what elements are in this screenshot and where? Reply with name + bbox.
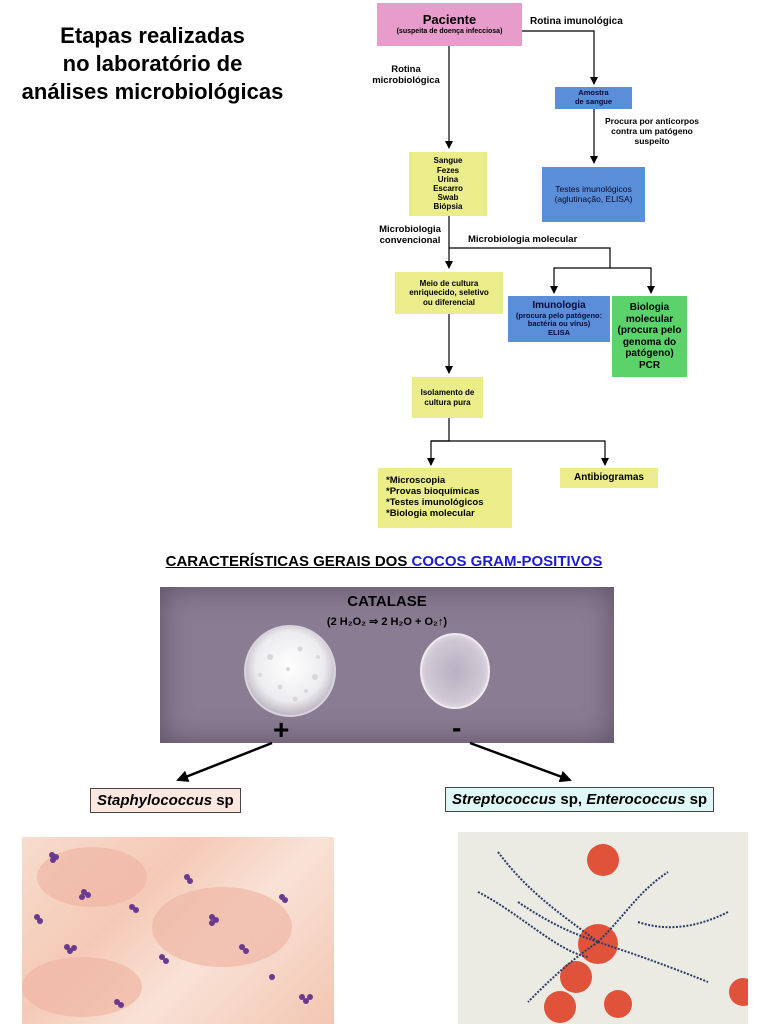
immunology-line-1: (procura pelo patógeno:: [515, 310, 603, 320]
samples-box: Sangue Fezes Urina Escarro Swab Biópsia: [409, 152, 487, 216]
conventional-label-2: convencional: [379, 235, 441, 247]
streptococcus-genus: Streptococcus: [452, 791, 557, 808]
isolation-line-2: cultura pura: [424, 397, 471, 407]
micro-route-label-1: Rotina: [391, 64, 421, 75]
antibody-search-line-3: suspeito: [634, 136, 670, 147]
arrow-to-antibiograms: [431, 440, 609, 466]
immunology-line-2: bactéria ou vírus): [527, 319, 591, 329]
positive-sign: +: [273, 714, 290, 745]
micro-route-label: Rotina microbiológica: [366, 64, 446, 87]
staphylococcus-suffix: sp: [212, 792, 234, 809]
immuno-tests-box: Testes imunológicos (aglutinação, ELISA): [542, 167, 645, 222]
patient-title: Paciente: [422, 12, 477, 27]
negative-sign: -: [452, 712, 462, 743]
enterococcus-suffix: sp: [685, 791, 708, 808]
catalase-drops: [244, 625, 490, 717]
culture-media-line-3: ou diferencial: [422, 297, 475, 307]
sample-feces: Fezes: [436, 165, 460, 175]
sample-sputum: Escarro: [433, 184, 463, 193]
staphylococcus-genus: Staphylococcus: [97, 792, 213, 809]
immunology-title: Imunologia: [532, 300, 586, 312]
immunology-box: Imunologia (procura pelo patógeno: bacté…: [508, 296, 610, 342]
title-line-1: Etapas realizadas: [60, 23, 245, 48]
catalase-photo: CATALASE (2 H₂O₂ ⇒ 2 H₂O + O₂↑): [160, 587, 614, 743]
sample-blood: Sangue: [433, 156, 463, 166]
arrow-to-staphylococcus: [176, 741, 273, 782]
staphylococcus-clusters: [22, 847, 313, 1017]
micro-route-label-2: microbiológica: [372, 75, 440, 87]
molecular-biology-line-2: molecular: [625, 313, 674, 325]
analyses-box: *Microscopia *Provas bioquímicas *Testes…: [378, 468, 512, 528]
bubbles: [258, 646, 320, 702]
title-line-2: no laboratório de: [62, 51, 243, 76]
blood-sample-line-1: Amostra: [578, 88, 609, 98]
page-title: Etapas realizadas no laboratório de anál…: [0, 22, 305, 106]
isolation-box: Isolamento de cultura pura: [412, 377, 483, 418]
organism-arrows: [176, 741, 572, 783]
catalase-equation: (2 H₂O₂ ⇒ 2 H₂O + O₂↑): [326, 616, 448, 628]
arrow-to-streptococcus: [469, 741, 572, 783]
arrow-to-molecular: [610, 267, 655, 294]
antibody-search-label: Procura por anticorpos contra um patógen…: [588, 116, 716, 147]
conventional-label: Microbiologia convencional: [370, 224, 450, 247]
flowchart-connectors: [427, 30, 655, 466]
molecular-biology-box: Biologia molecular (procura pelo genoma …: [612, 296, 687, 377]
culture-media-line-1: Meio de cultura: [419, 279, 479, 289]
negative-drop: [420, 633, 490, 709]
analysis-microscopy: *Microscopia: [386, 475, 446, 487]
molecular-biology-line-5: patógeno): [625, 348, 674, 359]
staphylococcus-label: Staphylococcus sp: [90, 788, 241, 813]
analysis-biochemical: *Provas bioquímicas: [386, 486, 480, 498]
streptococcus-chains: [477, 844, 748, 1023]
molecular-biology-line-4: genoma do: [622, 336, 677, 348]
immuno-tests-line-2: (aglutinação, ELISA): [554, 193, 633, 204]
blood-sample-box: Amostra de sangue: [555, 87, 632, 109]
sample-urine: Urina: [437, 174, 459, 184]
patient-box: Paciente (suspeita de doença infecciosa): [377, 3, 522, 46]
section-heading-prefix: CARACTERÍSTICAS GERAIS DOS: [165, 553, 412, 570]
immuno-tests-line-1: Testes imunológicos: [555, 183, 632, 194]
immuno-route-label: Rotina imunológica: [530, 16, 623, 27]
culture-media-box: Meio de cultura enriquecido, seletivo ou…: [395, 272, 503, 314]
isolation-line-1: Isolamento de: [420, 388, 475, 398]
culture-media-line-2: enriquecido, seletivo: [409, 288, 489, 298]
sample-swab: Swab: [437, 193, 459, 203]
streptococcus-label: Streptococcus sp, Enterococcus sp: [445, 787, 715, 812]
conventional-label-1: Microbiologia: [379, 224, 441, 235]
enterococcus-genus: Enterococcus: [586, 791, 686, 808]
streptococcus-mid: sp,: [556, 791, 587, 808]
antibiograms-box: Antibiogramas: [560, 468, 658, 488]
antibody-search-line-2: contra um patógeno: [611, 126, 693, 137]
molecular-label: Microbiologia molecular: [468, 234, 578, 245]
sample-biopsy: Biópsia: [433, 202, 463, 212]
streptococcus-micrograph: [458, 832, 748, 1024]
molecular-biology-line-3: (procura pelo: [617, 325, 682, 336]
antibody-search-line-1: Procura por anticorpos: [605, 116, 699, 126]
immunology-line-3: ELISA: [547, 328, 571, 338]
title-line-3: análises microbiológicas: [21, 79, 284, 104]
arrow-patient-to-blood: [522, 30, 598, 85]
molecular-biology-line-6: PCR: [638, 359, 661, 371]
analysis-immunological: *Testes imunológicos: [386, 497, 484, 508]
antibiograms-label: Antibiogramas: [573, 472, 644, 484]
staphylococcus-micrograph: [22, 837, 334, 1024]
positive-drop: [244, 625, 336, 717]
patient-subtitle: (suspeita de doença infecciosa): [396, 27, 503, 35]
catalase-title: CATALASE: [347, 593, 427, 610]
section-heading-link[interactable]: COCOS GRAM-POSITIVOS: [411, 553, 603, 570]
section-heading: CARACTERÍSTICAS GERAIS DOS COCOS GRAM-PO…: [0, 553, 768, 570]
analysis-molecular: *Biologia molecular: [386, 507, 475, 519]
molecular-biology-line-1: Biologia: [629, 302, 670, 313]
blood-sample-line-2: de sangue: [574, 97, 613, 106]
